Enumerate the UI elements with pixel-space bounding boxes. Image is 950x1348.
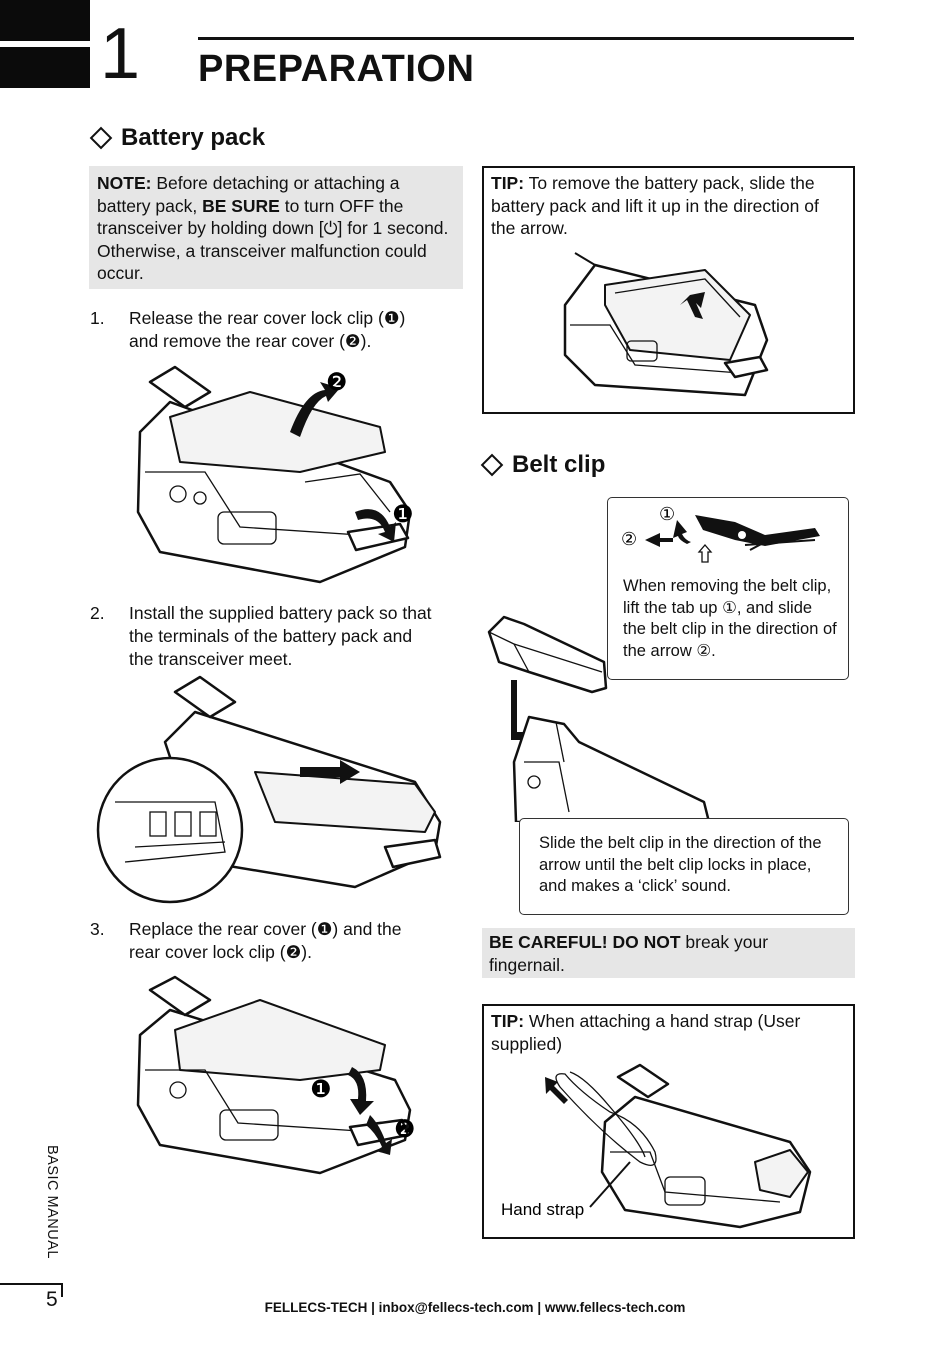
- belt-marker-1: ①: [659, 504, 675, 525]
- install-battery-illustration: [96, 675, 442, 904]
- diamond-icon: [89, 126, 113, 150]
- careful-text: break your fingernail.: [489, 932, 769, 975]
- tip-strap-text: When attaching a hand strap (User suppli…: [491, 1011, 801, 1054]
- footer-separator-2: |: [533, 1300, 545, 1315]
- belt-clip-heading: Belt clip: [480, 451, 606, 479]
- figure3-marker-1: ❶: [310, 1075, 332, 1103]
- step-1-line-2: and remove the rear cover (❷).: [129, 331, 372, 351]
- hand-strap-illustration: Hand strap: [501, 1063, 812, 1229]
- chapter-number: 1: [100, 14, 141, 94]
- footer-separator-1: |: [367, 1300, 379, 1315]
- step-1: 1. Release the rear cover lock clip (❶) …: [90, 307, 470, 357]
- tip-remove-label: TIP:: [491, 173, 525, 193]
- page-tick: [61, 1283, 63, 1297]
- diamond-icon: [480, 453, 504, 477]
- note-box: NOTE: Before detaching or attaching a ba…: [89, 166, 463, 289]
- footer-company: FELLECS-TECH: [264, 1300, 368, 1315]
- footer: FELLECS-TECH | inbox@fellecs-tech.com | …: [0, 1300, 950, 1315]
- step-1-line-1: Release the rear cover lock clip (❶): [129, 308, 406, 328]
- side-label-text: BASIC MANUAL: [44, 1145, 60, 1259]
- page-rule: [0, 1283, 62, 1285]
- figure1-marker-2: ❷: [326, 368, 348, 396]
- note-strong: BE SURE: [202, 195, 280, 216]
- step-1-number: 1.: [90, 308, 105, 328]
- step-2-line-1: Install the supplied battery pack so tha…: [129, 603, 432, 623]
- belt-clip-attach-text: Slide the belt clip in the direction of …: [539, 834, 822, 895]
- figure3-marker-2: ❷: [394, 1115, 416, 1143]
- step-3-line-1: Replace the rear cover (❶) and the: [129, 919, 402, 939]
- chapter-tab-gap: [0, 41, 90, 47]
- side-label: BASIC MANUAL: [40, 1145, 60, 1275]
- belt-clip-remove-text: When removing the belt clip, lift the ta…: [623, 577, 837, 660]
- belt-clip-attach-callout: Slide the belt clip in the direction of …: [519, 818, 849, 915]
- tip-strap-label: TIP:: [491, 1011, 525, 1031]
- step-2-line-2: the terminals of the battery pack and: [129, 626, 413, 646]
- remove-battery-illustration: [563, 252, 769, 397]
- belt-marker-2: ②: [621, 529, 637, 550]
- note-text-2: to turn OFF the transceiver by holding d…: [97, 195, 404, 239]
- header-rule: [198, 37, 854, 40]
- hand-strap-label: Hand strap: [501, 1200, 584, 1219]
- step-2-line-3: the transceiver meet.: [129, 649, 293, 669]
- footer-website: www.fellecs-tech.com: [544, 1300, 686, 1315]
- careful-strong: BE CAREFUL! DO NOT: [489, 932, 681, 952]
- note-text-1: Before detaching or attaching a battery …: [97, 173, 400, 216]
- footer-email: inbox@fellecs-tech.com: [378, 1300, 534, 1315]
- belt-clip-lever-illustration: ① ②: [621, 504, 820, 563]
- belt-clip-heading-text: Belt clip: [512, 451, 606, 478]
- step-3-line-2: rear cover lock clip (❷).: [129, 942, 312, 962]
- chapter-title: PREPARATION: [198, 48, 475, 90]
- belt-clip-remove-callout: When removing the belt clip, lift the ta…: [607, 497, 849, 680]
- page-number: 5: [46, 1288, 58, 1311]
- careful-box: BE CAREFUL! DO NOT break your fingernail…: [482, 928, 855, 978]
- belt-clip-attach-illustration: [487, 615, 711, 822]
- remove-cover-illustration: ❷ ❶: [136, 365, 414, 584]
- power-icon: ⏻: [323, 218, 338, 238]
- battery-pack-heading-text: Battery pack: [121, 124, 266, 151]
- step-3-number: 3.: [90, 919, 105, 939]
- replace-cover-illustration: ❶ ❷: [136, 975, 416, 1175]
- step-2-number: 2.: [90, 603, 105, 623]
- figure1-marker-1: ❶: [392, 500, 414, 528]
- note-text-3: ] for 1 second. Otherwise, a transceiver…: [97, 218, 449, 283]
- note-label: NOTE:: [97, 173, 152, 193]
- tip-remove-text: To remove the battery pack, slide the ba…: [491, 173, 819, 238]
- step-2: 2. Install the supplied battery pack so …: [90, 602, 470, 674]
- step-3: 3. Replace the rear cover (❶) and the re…: [90, 918, 470, 968]
- battery-pack-heading: Battery pack: [89, 124, 266, 152]
